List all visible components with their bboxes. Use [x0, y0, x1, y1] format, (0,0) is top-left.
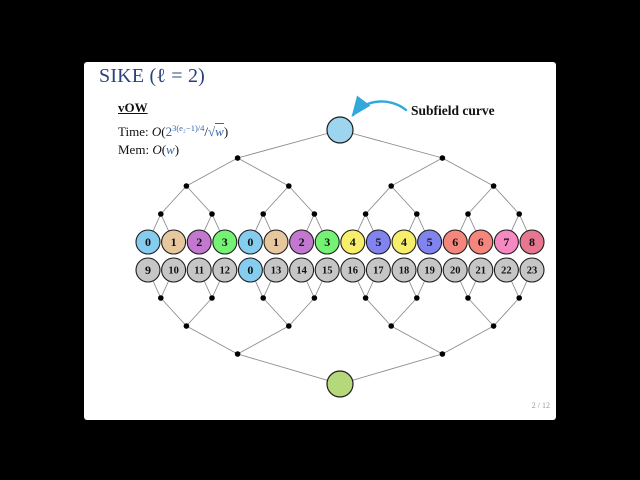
paren-close: ): [174, 142, 180, 157]
vow-block: vOW Time: O(23(e₂−1)/4/√w) Mem: O(w): [118, 100, 228, 159]
time-power-term: 23(e₂−1)/4: [165, 123, 205, 139]
sqrt-icon: √: [208, 124, 216, 139]
slide: SIKE (ℓ = 2) vOW Time: O(23(e₂−1)/4/√w) …: [84, 62, 556, 420]
vow-mem-line: Mem: O(w): [118, 141, 228, 159]
sqrt-term: √w: [208, 123, 224, 139]
power-base: 2: [165, 124, 173, 139]
paren-close: ): [223, 124, 229, 139]
vow-time-line: Time: O(23(e₂−1)/4/√w): [118, 119, 228, 141]
time-label: Time:: [118, 124, 152, 139]
paren-open: (: [161, 142, 167, 157]
mem-variable: w: [166, 142, 175, 157]
power-exponent: 3(e₂−1)/4: [172, 123, 205, 133]
division-slash: /: [204, 124, 209, 139]
big-o: O: [152, 142, 162, 157]
paren-open: (: [161, 124, 166, 139]
subfield-curve-label: Subfield curve: [411, 103, 495, 118]
vow-heading: vOW: [118, 100, 148, 115]
page-number: 2 / 12: [531, 401, 550, 410]
big-o: O: [151, 124, 162, 139]
slide-title: SIKE (ℓ = 2): [99, 65, 206, 87]
mem-label: Mem:: [118, 142, 153, 157]
sqrt-radicand: w: [215, 123, 224, 139]
